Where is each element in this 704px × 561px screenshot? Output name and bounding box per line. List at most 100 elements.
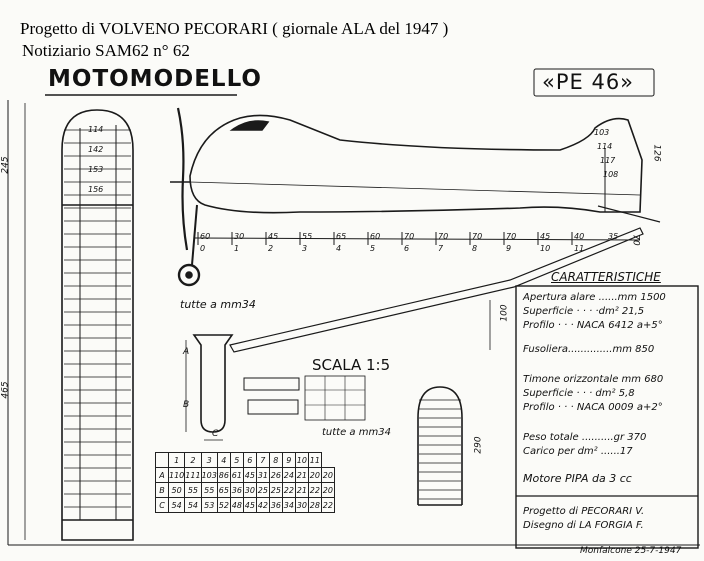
table-header-cell: 6: [242, 452, 257, 468]
table-cell: 22: [307, 482, 322, 498]
dim-tail-height: 290: [473, 436, 484, 454]
fuselage-outline: [189, 114, 643, 214]
table-cell: 31: [255, 467, 270, 483]
table-cell: 111: [184, 467, 202, 483]
table-cell: 25: [268, 482, 283, 498]
table-header-cell: 9: [281, 452, 296, 468]
table-cell: 30: [242, 482, 257, 498]
station-value-label: 45: [268, 232, 279, 241]
wing-rib-label: 142: [88, 145, 104, 154]
table-cell: 30: [294, 497, 309, 513]
spec-line-wing-area: Superficie · · · ·dm² 21,5: [523, 306, 645, 317]
table-header-cell: 8: [268, 452, 283, 468]
table-cell: 22: [320, 497, 335, 513]
table-cell: 54: [184, 497, 202, 513]
fin-rib-label: 103: [594, 128, 610, 137]
station-number-label: 4: [336, 244, 342, 253]
dim-wing-total: 465: [0, 381, 11, 399]
station-number-label: 6: [404, 244, 410, 253]
table-cell: 20: [320, 482, 335, 498]
table-cell: 45: [242, 467, 257, 483]
dim-fin-side: 100: [499, 304, 510, 322]
station-number-label: 2: [268, 244, 274, 253]
section-label-b: B: [183, 400, 190, 410]
table-header-cell: 2: [184, 452, 202, 468]
spec-line-engine: Motore PIPA da 3 cc: [523, 472, 632, 485]
header-line-1: Progetto di VOLVENO PECORARI ( giornale …: [20, 19, 449, 38]
cockpit-shading: [229, 120, 270, 131]
table-cell: 36: [229, 482, 244, 498]
table-cell: 55: [184, 482, 202, 498]
wing-note: tutte a mm34: [180, 298, 256, 311]
table-cell: 22: [281, 482, 296, 498]
table-cell: 26: [268, 467, 283, 483]
dim-wing-top: 245: [0, 156, 11, 174]
wing-outline: [61, 109, 134, 541]
station-number-label: 7: [438, 244, 444, 253]
station-value-label: 55: [302, 232, 313, 241]
table-cell: 65: [216, 482, 231, 498]
spec-line-draftsman: Disegno di LA FORGIA F.: [523, 520, 644, 531]
table-cell: 20: [307, 467, 322, 483]
table-cell: A: [155, 467, 169, 483]
table-cell: 55: [200, 482, 218, 498]
station-value-label: 70: [438, 232, 449, 241]
spec-heading: CARATTERISTICHE: [551, 270, 661, 284]
station-number-label: 8: [472, 244, 478, 253]
table-cell: C: [155, 497, 169, 513]
station-number-label: 3: [302, 244, 308, 253]
station-ticks: [197, 232, 573, 245]
station-number-label: 10: [540, 244, 551, 253]
table-cell: 103: [200, 467, 218, 483]
tail-note: tutte a mm34: [322, 427, 391, 438]
spec-line-wing-profile: Profilo · · · NACA 6412 a+5°: [523, 320, 663, 331]
fin-rib-label: 108: [603, 170, 619, 179]
station-value-label: 65: [336, 232, 347, 241]
table-cell: 54: [167, 497, 186, 513]
spec-line-fuselage: Fusoliera..............mm 850: [523, 344, 655, 355]
table-cell: B: [155, 482, 169, 498]
table-cell: 86: [216, 467, 231, 483]
header-line-2: Notiziario SAM62 n° 62: [22, 41, 190, 60]
station-value-label: 70: [404, 232, 415, 241]
spec-panel-frame: [515, 285, 699, 549]
title-right-box: [533, 68, 655, 97]
tail-ribs: [419, 399, 461, 500]
station-value-label: 60: [370, 232, 381, 241]
station-value-label: 45: [540, 232, 551, 241]
table-cell: 21: [294, 482, 309, 498]
table-header-cell: 10: [294, 452, 309, 468]
spec-line-wingspan: Apertura alare ......mm 1500: [523, 292, 666, 303]
table-cell: 53: [200, 497, 218, 513]
station-value-label: 70: [472, 232, 483, 241]
dim-rudder: 126: [651, 144, 662, 162]
station-number-label: 9: [506, 244, 512, 253]
spec-date: Monfalcone 25-7-1947: [580, 546, 682, 556]
table-cell: 34: [281, 497, 296, 513]
table-cell: 61: [229, 467, 244, 483]
table-header-cell: 4: [216, 452, 231, 468]
table-cell: 28: [307, 497, 322, 513]
table-cell: 42: [255, 497, 270, 513]
station-number-label: 1: [234, 244, 240, 253]
table-cell: 110: [167, 467, 186, 483]
wheel: [177, 263, 201, 287]
station-value-label: 35: [608, 232, 619, 241]
spec-line-designer: Progetto di PECORARI V.: [523, 506, 645, 517]
section-label-a: A: [183, 347, 190, 357]
table-cell: 20: [320, 467, 335, 483]
fuselage-section: [192, 334, 234, 433]
station-value-label: 70: [506, 232, 517, 241]
outline-layer: [7, 68, 700, 549]
spec-line-stabilizer: Timone orizzontale mm 680: [523, 374, 664, 385]
station-value-label: 40: [574, 232, 585, 241]
table-header-cell: 7: [255, 452, 270, 468]
station-number-label: 0: [200, 244, 206, 253]
motor-stick: [229, 227, 644, 353]
table-cell: 45: [242, 497, 257, 513]
